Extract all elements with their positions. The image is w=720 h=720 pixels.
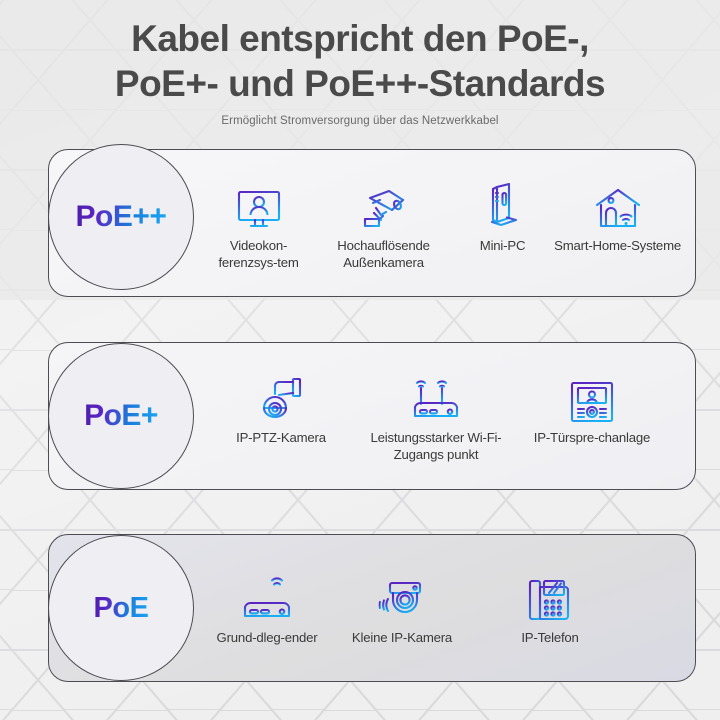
- card-poe: PoE: [48, 534, 696, 683]
- badge-label: PoE+: [84, 399, 158, 433]
- list-item-label: IP-Telefon: [521, 629, 579, 645]
- badge-label: PoE: [93, 591, 149, 624]
- monitor-person-icon: [235, 180, 283, 232]
- list-item[interactable]: Grund-dleg-ender: [207, 572, 327, 647]
- badge-label: PoE++: [75, 200, 167, 234]
- list-item-label: Smart-Home-Systeme: [554, 238, 681, 254]
- list-item-label: Videokon-ferenzsys-tem: [218, 238, 299, 271]
- badge-poe: PoE: [48, 535, 194, 682]
- wifi-router-dual-antenna-icon: [408, 372, 464, 424]
- basic-router-icon: [239, 572, 295, 624]
- list-item-label: Hochauflösende Außenkamera: [337, 238, 430, 271]
- badge-poe-plus-plus: PoE++: [48, 144, 194, 291]
- page-subtitle: Ermöglicht Stromversorgung über das Netz…: [221, 115, 499, 128]
- list-item-label: Mini-PC: [479, 238, 526, 254]
- list-item-label: IP-PTZ-Kamera: [236, 430, 326, 446]
- badge-poe-plus: PoE+: [48, 343, 194, 490]
- list-item-label: Grund-dleg-ender: [216, 629, 318, 645]
- list-item[interactable]: Videokon-ferenzsys-tem: [207, 180, 310, 272]
- card-items: IP-PTZ-Kamera: [207, 372, 693, 464]
- page-title-line-2: PoE+- und PoE++-Standards: [114, 63, 606, 105]
- list-item[interactable]: IP-PTZ-Kamera: [207, 372, 355, 447]
- door-intercom-icon: [569, 372, 615, 424]
- page-header: Kabel entspricht den PoE-, PoE+- und PoE…: [0, 0, 720, 127]
- list-item[interactable]: Smart-Home-Systeme: [548, 180, 687, 255]
- house-wifi-icon: [593, 180, 643, 232]
- page-title: Kabel entspricht den PoE-, PoE+- und PoE…: [0, 16, 720, 106]
- list-item-label: Kleine IP-Kamera: [351, 629, 453, 645]
- list-item[interactable]: Leistungsstarker Wi-Fi-Zugangs punkt: [355, 372, 517, 464]
- list-item-label: IP-Türspre-chanlage: [533, 430, 651, 446]
- list-item[interactable]: IP-Türspre-chanlage: [517, 372, 667, 447]
- page-title-line-1: Kabel entspricht den PoE-,: [131, 18, 589, 59]
- bullet-camera-icon: [359, 180, 409, 232]
- dome-camera-icon: [376, 572, 428, 624]
- card-poe-plus-plus: PoE++ Video: [48, 144, 696, 298]
- card-items: Videokon-ferenzsys-tem: [207, 180, 693, 272]
- list-item[interactable]: Mini-PC: [457, 180, 548, 255]
- card-items: Grund-dleg-ender: [207, 572, 693, 647]
- list-item[interactable]: Kleine IP-Kamera: [327, 572, 477, 647]
- card-poe-plus: PoE+: [48, 342, 696, 491]
- list-item[interactable]: IP-Telefon: [477, 572, 623, 647]
- tower-pc-icon: [485, 180, 521, 232]
- desk-phone-icon: [527, 572, 573, 624]
- ptz-camera-icon: [257, 372, 305, 424]
- list-item[interactable]: Hochauflösende Außenkamera: [310, 180, 457, 272]
- list-item-label: Leistungsstarker Wi-Fi-Zugangs punkt: [370, 430, 502, 463]
